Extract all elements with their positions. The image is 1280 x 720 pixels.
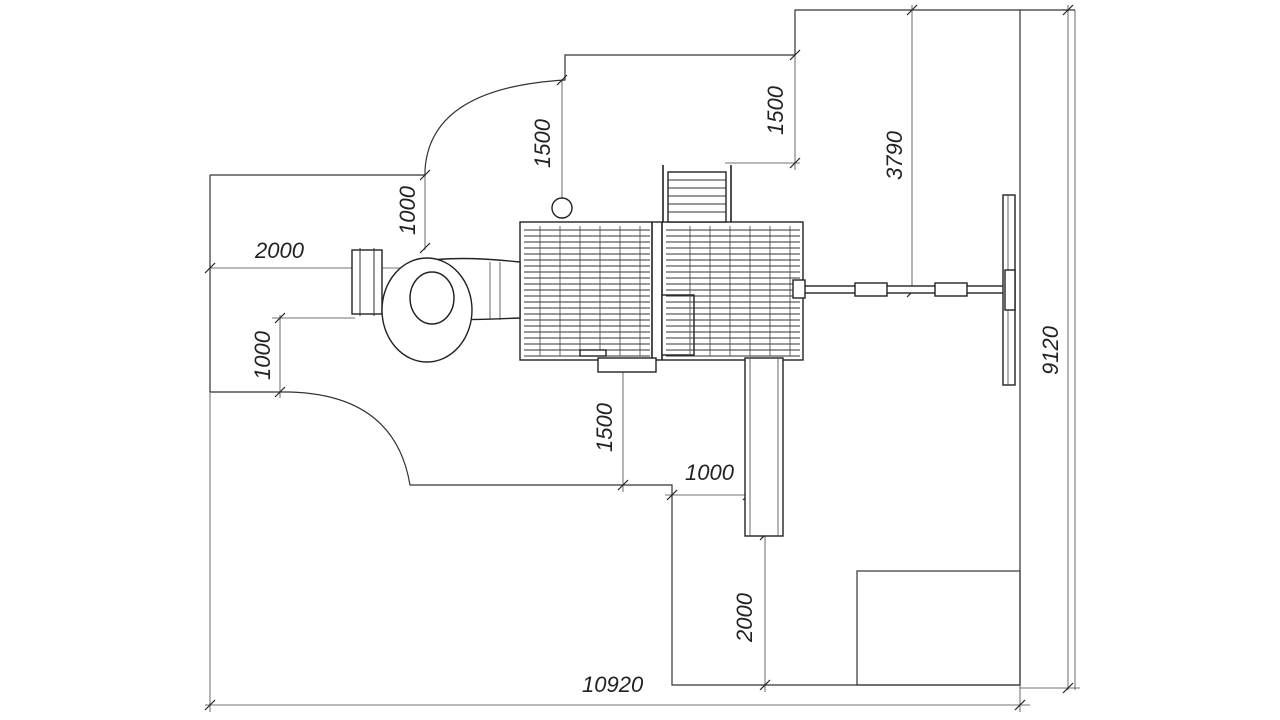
hatch — [661, 294, 695, 356]
dim-top-step-clearance: 1500 — [763, 85, 788, 135]
dim-slide-side-clearance: 1000 — [685, 460, 735, 485]
dim-left-top-clearance: 1000 — [395, 185, 420, 235]
swing-beam — [792, 194, 1016, 386]
deck-slats — [524, 226, 800, 357]
tube-slide — [351, 248, 521, 363]
dim-left-bottom-clearance: 1000 — [250, 330, 275, 380]
house-outline — [856, 570, 1021, 686]
wheel — [551, 197, 573, 219]
straight-slide — [744, 357, 784, 537]
safety-zone-outline — [209, 9, 1076, 712]
dim-slide-end-clearance: 2000 — [732, 592, 757, 643]
dim-total-width: 10920 — [582, 672, 644, 697]
dim-total-height: 9120 — [1038, 325, 1063, 375]
bottom-step — [597, 357, 657, 373]
dim-top-ladder-clearance: 1500 — [530, 118, 555, 168]
play-structure — [351, 165, 1016, 537]
dimension-labels: 2000 1000 1000 1500 1500 3790 1500 1000 … — [250, 85, 1063, 697]
dim-bottom-clearance: 1500 — [592, 402, 617, 452]
dim-swing-clearance: 3790 — [882, 130, 907, 180]
ladder — [662, 165, 732, 223]
dim-left-clearance: 2000 — [254, 238, 305, 263]
